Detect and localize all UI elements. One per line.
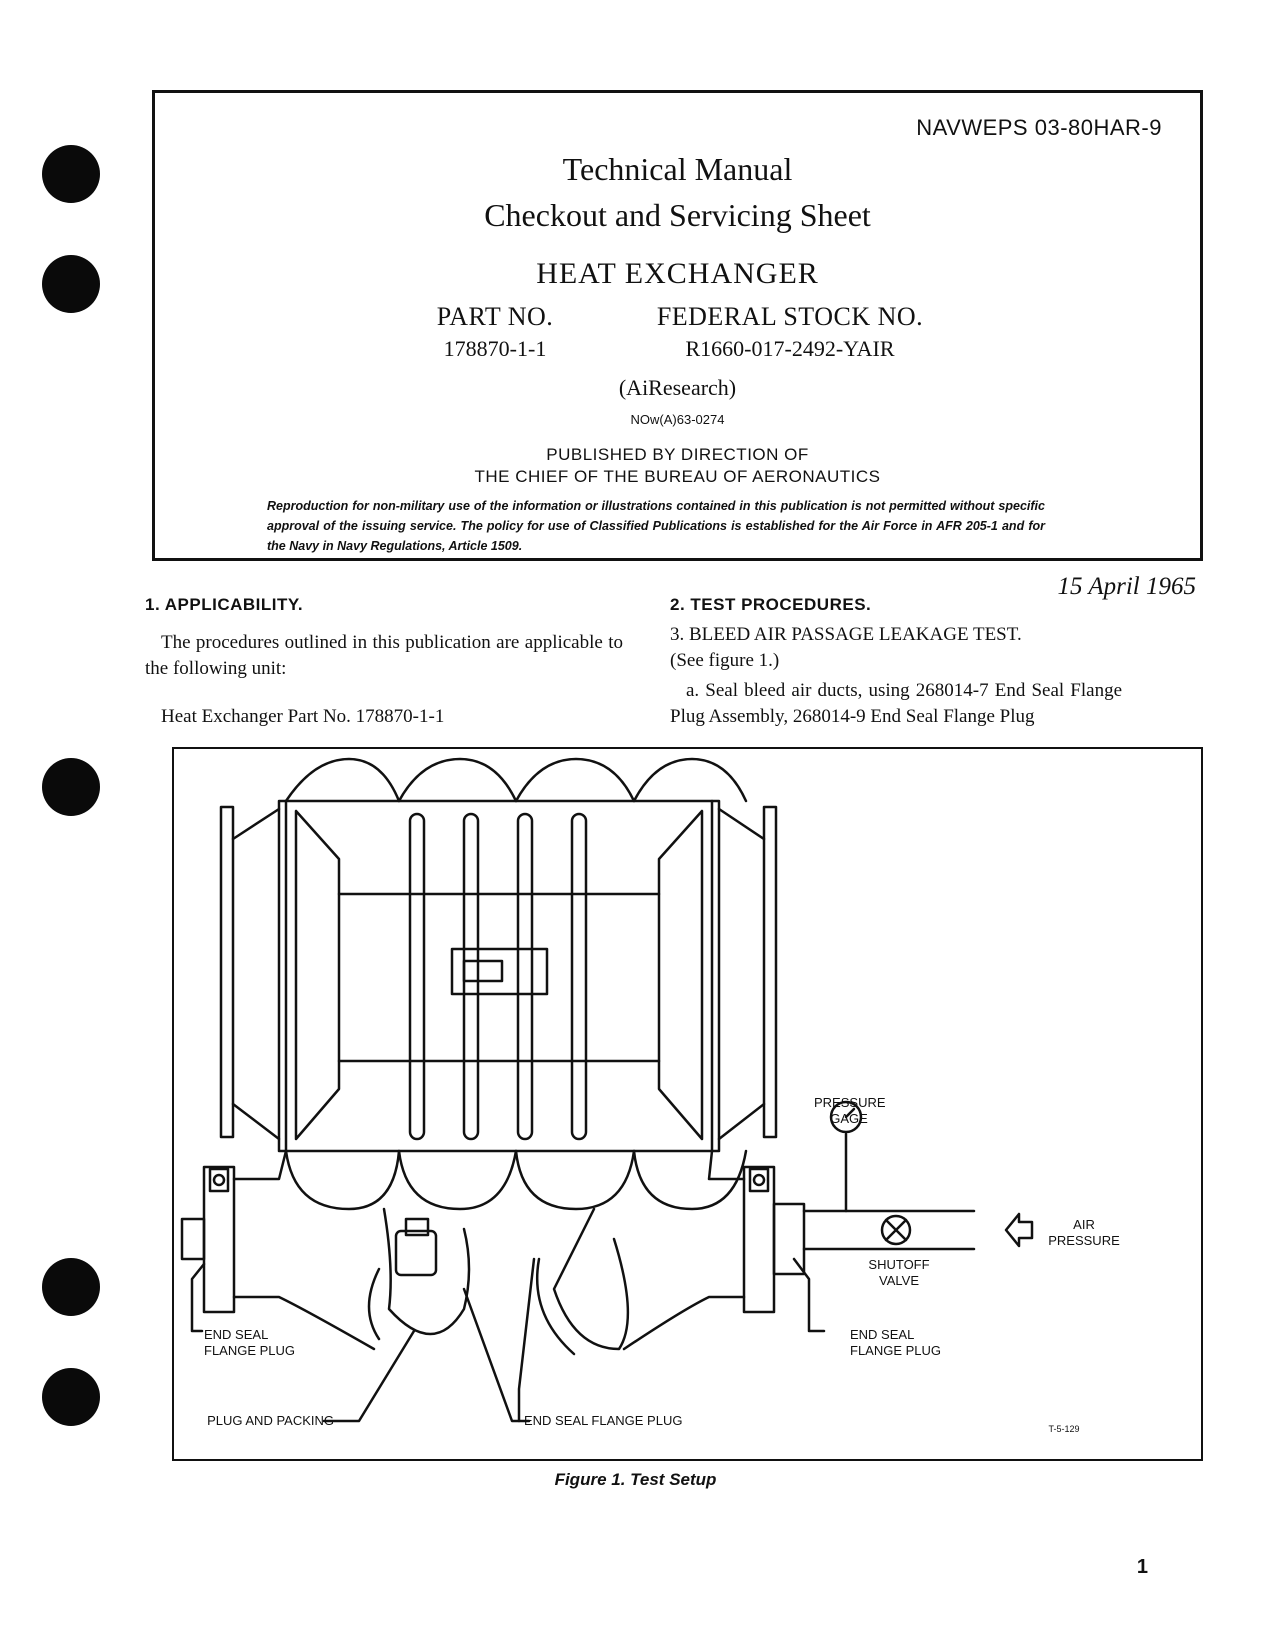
stock-number-value: R1660-017-2492-YAIR	[685, 336, 895, 361]
manufacturer: (AiResearch)	[618, 375, 737, 400]
shutoff-valve	[880, 1214, 912, 1246]
figure-1: PRESSURE GAGE AIR PRESSURE SHUTOFF VALVE…	[172, 747, 1203, 1461]
contract-number: NOw(A)63-0274	[630, 412, 725, 427]
applicability-heading: 1. APPLICABILITY.	[145, 595, 304, 614]
air-pressure-arrow	[1004, 1212, 1034, 1248]
equipment-name: HEAT EXCHANGER	[536, 257, 819, 290]
label-shutoff-valve: SHUTOFF VALVE	[868, 1257, 930, 1288]
label-end-seal-left: END SEAL FLANGE PLUG	[204, 1327, 296, 1358]
reproduction-notice: Reproduction for non-military use of the…	[267, 499, 1045, 553]
publisher-line-1: PUBLISHED BY DIRECTION OF	[546, 445, 809, 464]
label-end-seal-right: END SEAL FLANGE PLUG	[850, 1327, 942, 1358]
pressure-supply-line	[802, 1209, 976, 1251]
part-number-block: PART NO. 178870-1-1	[400, 302, 590, 362]
top-lobe-3	[514, 757, 636, 803]
left-flange-plug	[202, 1165, 236, 1314]
left-side-flange	[219, 805, 235, 1139]
part-number-label: PART NO.	[436, 302, 554, 331]
applicability-text: The procedures outlined in this publicat…	[145, 632, 623, 679]
part-number-value: 178870-1-1	[443, 336, 547, 361]
publisher-line-2: THE CHIEF OF THE BUREAU OF AERONAUTICS	[474, 467, 881, 486]
nameplate	[450, 947, 549, 996]
core-body	[277, 799, 721, 1153]
top-lobe-2	[397, 757, 518, 803]
page-number: 1	[1136, 1556, 1148, 1578]
stock-number-label: FEDERAL STOCK NO.	[656, 302, 924, 331]
title-block: NAVWEPS 03-80HAR-9 Technical Manual Chec…	[152, 90, 1203, 561]
binder-hole-1	[42, 145, 100, 203]
binder-hole-2	[42, 255, 100, 313]
right-side-flange	[762, 805, 778, 1139]
publication-date: 15 April 1965	[1057, 573, 1196, 600]
leakage-test-heading: 3. BLEED AIR PASSAGE LEAKAGE TEST.	[670, 624, 1022, 645]
figure-caption: Figure 1. Test Setup	[554, 1470, 717, 1489]
leakage-test-reference: (See figure 1.)	[670, 650, 780, 671]
right-elbow-fitting	[552, 1207, 630, 1351]
label-end-seal-bottom: END SEAL FLANGE PLUG	[524, 1413, 683, 1428]
heat-exchanger-drawing	[180, 757, 1034, 1423]
document-number: NAVWEPS 03-80HAR-9	[916, 115, 1162, 140]
binder-hole-4	[42, 1258, 100, 1316]
manual-title: Technical Manual	[562, 151, 793, 187]
label-plug-and-packing: PLUG AND PACKING	[207, 1413, 334, 1428]
stock-number-block: FEDERAL STOCK NO. R1660-017-2492-YAIR	[625, 302, 955, 362]
pressure-gage	[829, 1100, 863, 1134]
applicability-unit: Heat Exchanger Part No. 178870-1-1	[161, 706, 445, 727]
top-lobe-1	[284, 757, 401, 803]
drawing-id: T-5-129	[1048, 1424, 1080, 1434]
label-pressure-gage: PRESSURE GAGE	[814, 1095, 886, 1126]
right-flange-plug	[742, 1165, 776, 1314]
label-air-pressure: AIR PRESSURE	[1048, 1217, 1120, 1248]
test-procedures-heading: 2. TEST PROCEDURES.	[670, 595, 872, 614]
top-lobe-4	[632, 757, 748, 803]
step-a-text: a. Seal bleed air ducts, using 268014-7 …	[670, 680, 1122, 727]
left-elbow-fitting	[382, 1207, 471, 1336]
binder-hole-3	[42, 758, 100, 816]
binder-hole-5	[42, 1368, 100, 1426]
manual-subtitle: Checkout and Servicing Sheet	[484, 197, 871, 233]
